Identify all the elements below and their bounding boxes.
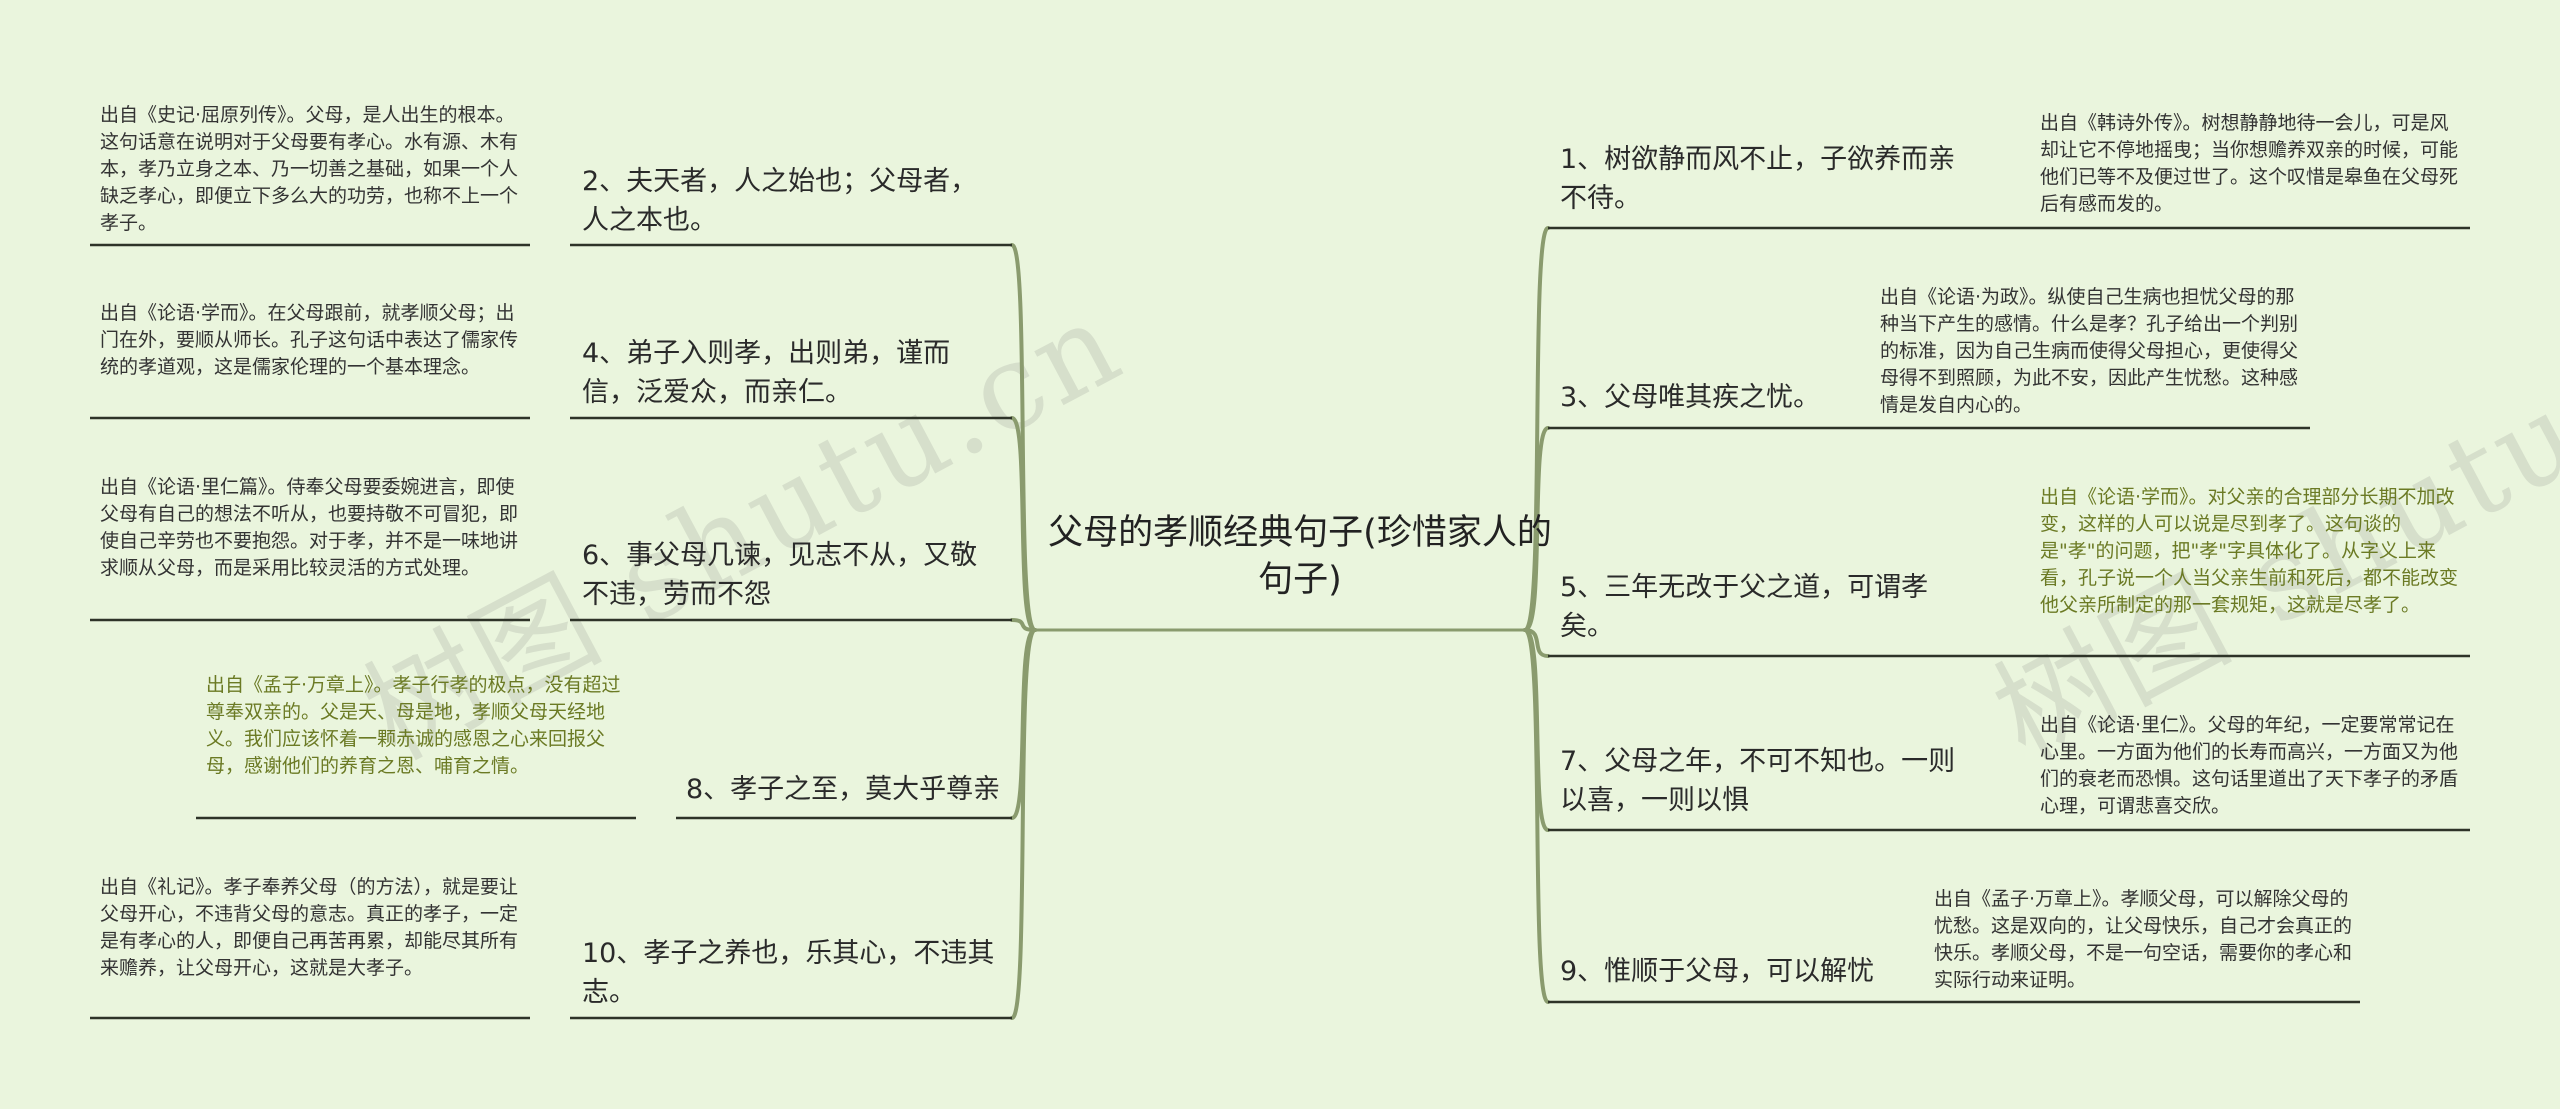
branch-6-note: 出自《论语·里仁篇》。侍奉父母要委婉进言，即使父母有自己的想法不听从，也要持敬不…	[100, 476, 519, 579]
branch-4-note: 出自《论语·学而》。在父母跟前，就孝顺父母；出门在外，要顺从师长。孔子这句话中表…	[100, 302, 519, 378]
branch-3-label[interactable]: 3、父母唯其疾之忧。	[1560, 382, 1821, 413]
branch-2-label[interactable]: 2、夫天者，人之始也；父母者，人之本也。	[582, 166, 978, 236]
branch-9-label[interactable]: 9、惟顺于父母，可以解忧	[1560, 956, 1875, 987]
root-topic[interactable]: 父母的孝顺经典句子(珍惜家人的句子)	[1048, 513, 1552, 600]
branch-1-note: 出自《韩诗外传》。树想静静地待一会儿，可是风却让它不停地摇曳；当你想赡养双亲的时…	[2040, 112, 2459, 215]
branch-9-note: 出自《孟子·万章上》。孝顺父母，可以解除父母的忧愁。这是双向的，让父母快乐，自己…	[1934, 888, 2353, 991]
branch-1-label[interactable]: 1、树欲静而风不止，子欲养而亲不待。	[1560, 144, 1956, 214]
branch-6-label[interactable]: 6、事父母几谏，见志不从，又敬不违，劳而不怨	[582, 540, 978, 610]
connector-right-5	[1523, 628, 1550, 1004]
connector-left-5	[1010, 628, 1037, 1020]
connector-left-2	[1010, 416, 1037, 632]
branch-7-label[interactable]: 7、父母之年，不可不知也。一则以喜，一则以惧	[1560, 746, 1956, 816]
branch-3-note: 出自《论语·为政》。纵使自己生病也担忧父母的那种当下产生的感情。什么是孝？孔子给…	[1880, 286, 2299, 416]
connector-right-3	[1523, 628, 1550, 658]
branch-10-note: 出自《礼记》。孝子奉养父母（的方法），就是要让父母开心，不违背父母的意志。真正的…	[100, 876, 519, 979]
branch-8-note: 出自《孟子·万章上》。孝子行孝的极点，没有超过尊奉双亲的。父是天、母是地，孝顺父…	[206, 674, 621, 777]
branch-8-label[interactable]: 8、孝子之至，莫大乎尊亲	[686, 774, 1001, 805]
branch-7-note: 出自《论语·里仁》。父母的年纪，一定要常常记在心里。一方面为他们的长寿而高兴，一…	[2040, 714, 2459, 817]
branch-5-label[interactable]: 5、三年无改于父之道，可谓孝矣。	[1560, 572, 1929, 642]
branch-4-label[interactable]: 4、弟子入则孝，出则弟，谨而信，泛爱众，而亲仁。	[582, 338, 951, 408]
branch-5-note: 出自《论语·学而》。对父亲的合理部分长期不加改变，这样的人可以说是尽到孝了。这句…	[2040, 486, 2459, 616]
connector-left-3	[1010, 618, 1037, 632]
connector-right-2	[1523, 426, 1550, 632]
branch-10-label[interactable]: 10、孝子之养也，乐其心，不违其志。	[582, 938, 995, 1008]
branch-2-note: 出自《史记·屈原列传》。父母，是人出生的根本。这句话意在说明对于父母要有孝心。水…	[100, 104, 519, 234]
